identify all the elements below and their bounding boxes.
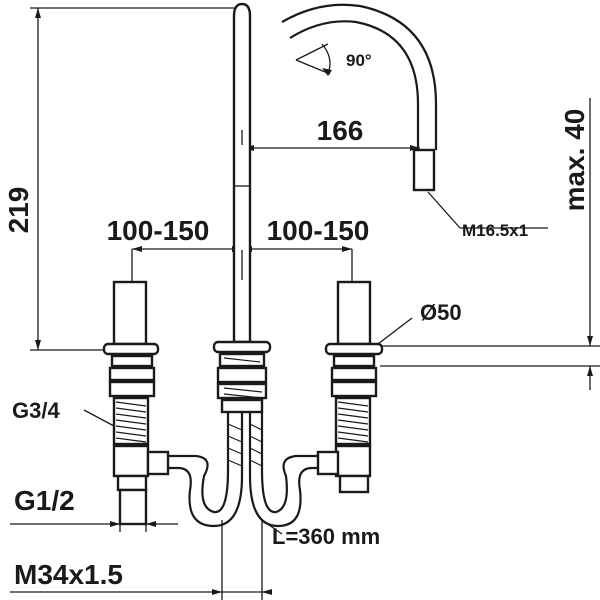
right-valve-thread <box>337 401 369 443</box>
label-hose-length: L=360 mm <box>272 524 380 549</box>
label-mount-thread: M34x1.5 <box>14 559 123 590</box>
hoses <box>146 412 340 528</box>
label-angle: 90° <box>346 51 372 70</box>
label-supply-thread: G3/4 <box>12 398 60 423</box>
right-valve <box>324 280 384 494</box>
label-spread-left: 100-150 <box>107 215 210 246</box>
left-valve <box>102 280 160 526</box>
swivel-arc <box>281 3 438 192</box>
label-connection-thread: G1/2 <box>14 485 75 516</box>
left-valve-thread <box>115 401 147 443</box>
dimension-lines <box>10 7 600 600</box>
label-height: 219 <box>3 187 34 234</box>
labels: 219 166 90° 100-150 100-150 Ø50 M16.5x1 … <box>3 51 590 590</box>
center-base <box>212 340 272 414</box>
label-reach: 166 <box>317 115 364 146</box>
label-deck-thickness: max. 40 <box>559 109 590 212</box>
label-spread-right: 100-150 <box>267 215 370 246</box>
spout <box>232 2 252 344</box>
label-aerator-thread: M16.5x1 <box>462 221 528 240</box>
label-deck-hole: Ø50 <box>420 300 462 325</box>
center-thread <box>223 357 263 399</box>
